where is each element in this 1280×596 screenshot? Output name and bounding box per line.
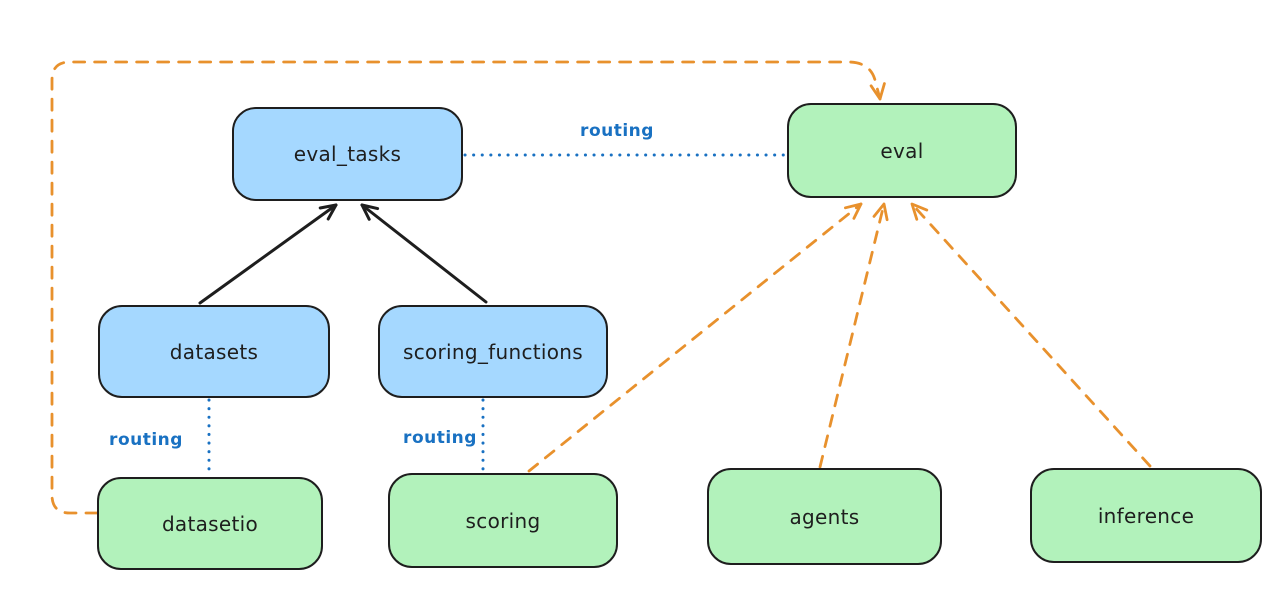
edge-agents-to-eval bbox=[818, 202, 886, 469]
edge-label-routing-datasets-datasetio: routing bbox=[109, 430, 183, 450]
edge-scoring-functions-to-eval-tasks bbox=[360, 203, 488, 304]
node-scoring-functions: scoring_functions bbox=[378, 305, 608, 398]
edge-inference-to-eval bbox=[910, 202, 1152, 468]
node-eval-label: eval bbox=[880, 138, 924, 163]
node-scoring-functions-label: scoring_functions bbox=[402, 339, 584, 364]
node-datasetio-label: datasetio bbox=[161, 511, 259, 536]
edge-label-routing-eval-tasks-eval: routing bbox=[580, 121, 654, 141]
node-datasets: datasets bbox=[98, 305, 330, 398]
arrowhead-agents-to-eval bbox=[872, 202, 889, 222]
node-agents: agents bbox=[707, 468, 942, 565]
node-inference: inference bbox=[1030, 468, 1262, 563]
node-scoring-label: scoring bbox=[465, 508, 541, 533]
edge-datasets-to-eval-tasks bbox=[198, 203, 338, 305]
node-agents-label: agents bbox=[789, 504, 860, 529]
node-eval-tasks-label: eval_tasks bbox=[293, 142, 402, 166]
node-datasetio: datasetio bbox=[97, 477, 323, 570]
node-datasets-label: datasets bbox=[169, 339, 259, 364]
edge-label-routing-scoring-functions-scoring: routing bbox=[403, 428, 477, 448]
arrowhead-inference-to-eval bbox=[910, 202, 929, 221]
node-eval: eval bbox=[787, 103, 1017, 198]
arrowhead-scoring-functions-to-eval-tasks bbox=[360, 203, 380, 221]
arrowhead-scoring-to-eval bbox=[844, 202, 863, 220]
node-scoring: scoring bbox=[388, 473, 618, 568]
node-eval-tasks: eval_tasks bbox=[232, 107, 463, 201]
arrowhead-datasetio-to-eval bbox=[869, 82, 886, 101]
arrowhead-datasets-to-eval-tasks bbox=[318, 203, 338, 221]
node-inference-label: inference bbox=[1097, 503, 1195, 528]
